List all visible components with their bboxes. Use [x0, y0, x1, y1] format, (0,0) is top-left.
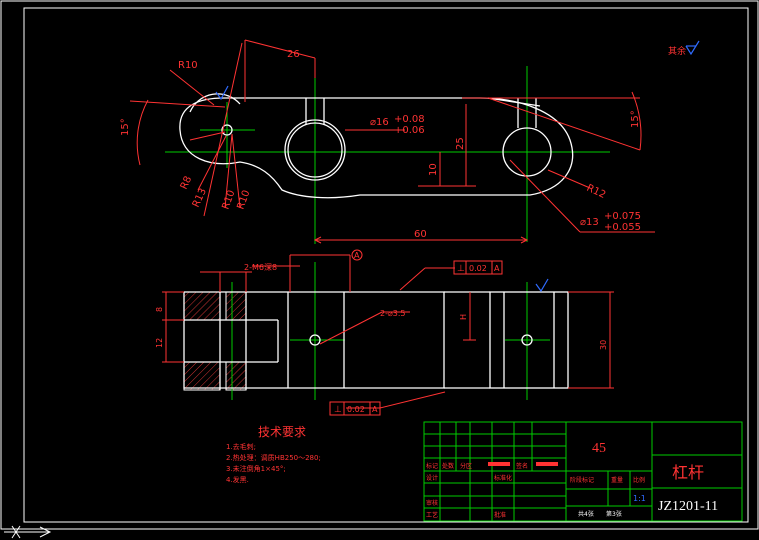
label-design: 设计: [426, 474, 438, 482]
lever-outline-front: [183, 291, 569, 390]
dim-angle-left: 15°: [120, 118, 131, 136]
dim-bore-tol-lower: +0.06: [394, 125, 425, 136]
tol-bottom-value: 0.02: [347, 405, 365, 414]
label-approve: 批准: [494, 511, 506, 519]
dimensions-front: [162, 249, 614, 409]
centerlines-front: [231, 262, 550, 400]
tolerance-frame-top: ⊥ 0.02 A: [453, 260, 503, 275]
dim-h: H: [459, 314, 468, 320]
title-block-highlights: [488, 462, 558, 466]
scale-value: 1:1: [633, 494, 646, 503]
label-count: 处数: [442, 462, 454, 470]
roughness-note: 其余: [668, 40, 700, 57]
thread-note: 2-M6深8: [244, 263, 277, 272]
dim-hole13-tol-lower: +0.055: [604, 222, 641, 233]
label-mark: 标记: [426, 462, 438, 470]
top-view: R10 26 15° ⌀16 +0.08 +0.06 25 10 15° R8 …: [120, 39, 655, 244]
label-weight: 重量: [611, 476, 623, 484]
ucs-icon: [4, 525, 52, 539]
roughness-note-label: 其余: [668, 45, 686, 57]
dim-26: 26: [287, 49, 300, 60]
dim-r12: R12: [585, 183, 607, 201]
tech-req-item: 1.去毛刺;: [226, 442, 256, 451]
tol-bottom-symbol: ⊥: [334, 405, 342, 415]
dim-r10-top: R10: [178, 60, 198, 71]
sheet-current: 第3张: [606, 510, 622, 518]
tech-req-item: 4.发黑.: [226, 475, 249, 484]
drawing-number: JZ1201-11: [658, 499, 718, 514]
title-block: 标记 处数 分区 签名 设计 标准化 审核 工艺 批准 阶段标记 重量 比例 4…: [423, 421, 743, 522]
tech-req-item: 3.未注倒角1×45°;: [226, 464, 286, 473]
roughness-symbol-icon: [215, 85, 229, 101]
title-block-labels: 标记 处数 分区 签名 设计 标准化 审核 工艺 批准 阶段标记 重量 比例: [426, 462, 645, 519]
label-scale: 比例: [633, 476, 645, 484]
lever-outline-top: [179, 93, 574, 199]
roughness-symbol-icon: [535, 278, 549, 293]
tol-top-datum: A: [494, 264, 500, 273]
part-name: 杠杆: [672, 463, 704, 482]
label-sign: 签名: [516, 462, 528, 470]
dim-r8: R8: [179, 175, 195, 192]
sheets-total: 共4张: [578, 510, 594, 518]
roughness-symbol-icon: [685, 40, 700, 56]
dimension-texts-top: R10 26 15° ⌀16 +0.08 +0.06 25 10 15° R8 …: [120, 49, 641, 240]
hatched-section: [183, 291, 247, 391]
label-zone: 分区: [460, 462, 472, 470]
label-process: 工艺: [426, 511, 438, 519]
tolerance-frame-bottom: ⊥ 0.02 A: [329, 401, 381, 416]
label-check: 审核: [426, 499, 438, 507]
dim-8: 8: [155, 307, 164, 312]
dim-25: 25: [455, 137, 466, 150]
dim-bore-tol-upper: +0.08: [394, 114, 425, 125]
tol-bottom-datum: A: [372, 405, 378, 414]
centerlines-top: [165, 66, 610, 244]
front-view: ⊥ 0.02 A ⊥ 0.02 A 2-M6深8 A 2-⌀3.5 8 12 H…: [155, 249, 614, 416]
tech-requirements: 技术要求 1.去毛刺; 2.热处理：调质HB250～280; 3.未注倒角1×4…: [226, 425, 321, 484]
label-standardize: 标准化: [494, 474, 512, 482]
dim-right: 30: [599, 340, 608, 350]
dim-angle-right: 15°: [630, 110, 641, 128]
dim-10: 10: [428, 163, 439, 176]
title-block-grid: [423, 421, 743, 522]
dim-hole13-tol-upper: +0.075: [604, 211, 641, 222]
dim-12: 12: [155, 338, 164, 348]
hole-note: 2-⌀3.5: [380, 309, 406, 318]
label-stage-mark: 阶段标记: [570, 476, 594, 484]
tol-top-symbol: ⊥: [457, 264, 465, 274]
tech-req-title: 技术要求: [258, 425, 306, 439]
dim-60: 60: [414, 229, 427, 240]
dim-hole13-diam: ⌀13: [580, 217, 599, 228]
datum-label: A: [354, 251, 360, 260]
dimensions-top: [129, 39, 655, 244]
material: 45: [592, 441, 606, 456]
tech-req-item: 2.热处理：调质HB250～280;: [226, 453, 321, 462]
dimension-texts-front: 2-M6深8 A 2-⌀3.5 8 12 H 30: [155, 251, 608, 350]
tol-top-value: 0.02: [469, 264, 487, 273]
dim-bore-diam: ⌀16: [370, 117, 389, 128]
